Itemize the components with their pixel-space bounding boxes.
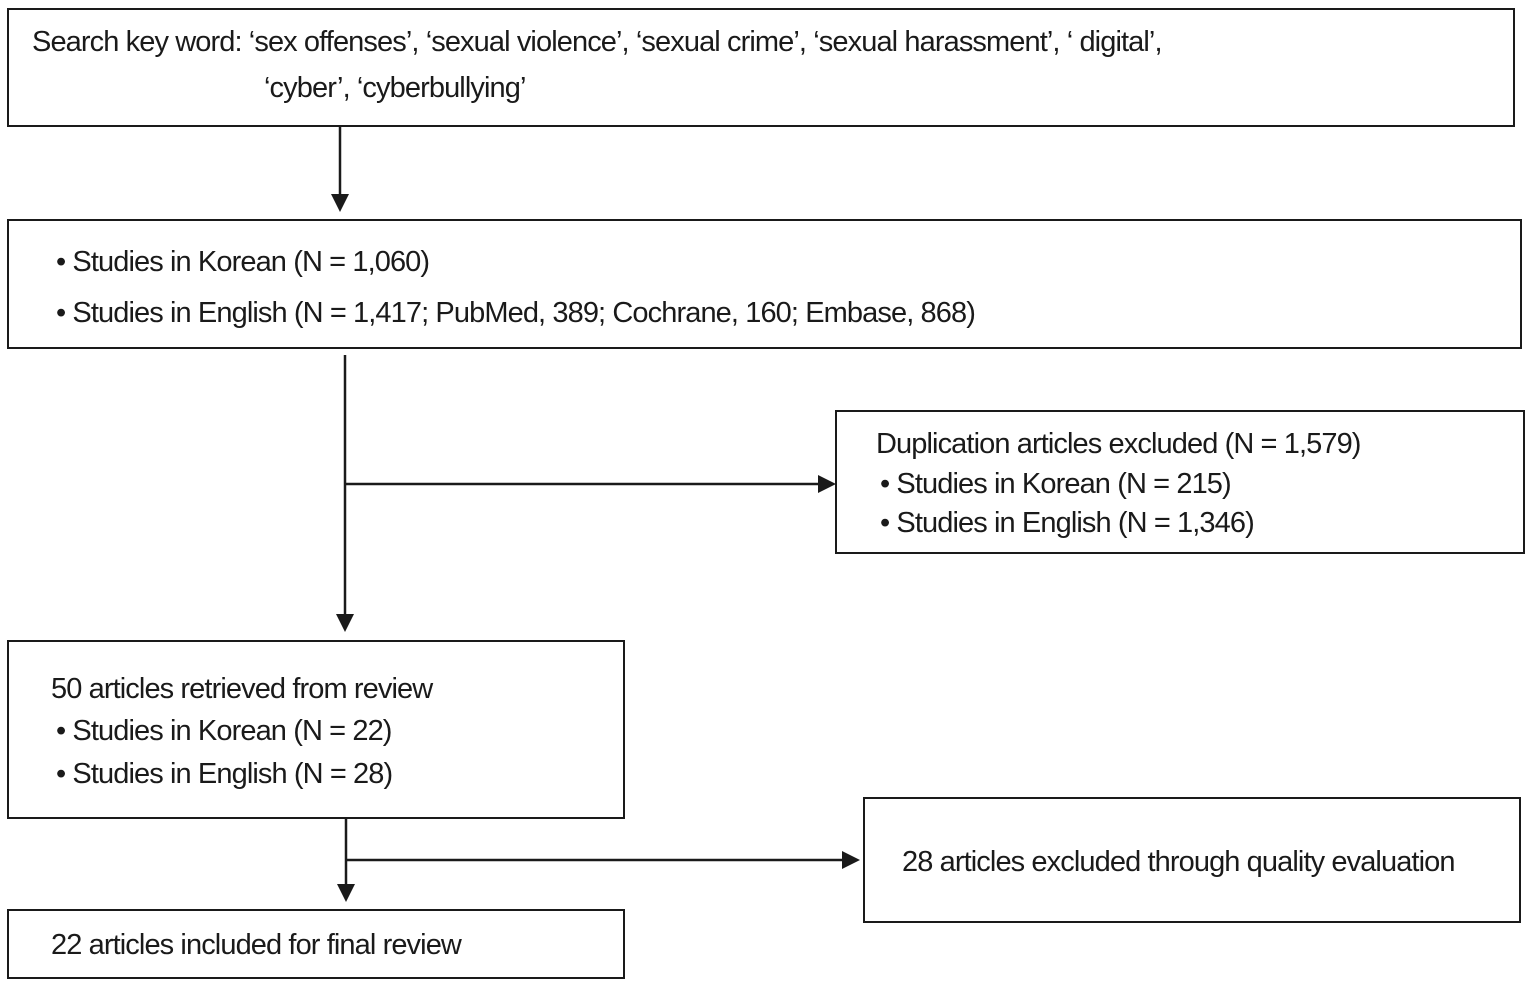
identified-korean-item: • Studies in Korean (N = 1,060) — [56, 246, 430, 278]
arrowhead-right-2 — [842, 851, 860, 869]
identified-english-item: • Studies in English (N = 1,417; PubMed,… — [56, 297, 976, 329]
retrieved-korean-item: • Studies in Korean (N = 22) — [56, 715, 392, 747]
arrowhead-down-2 — [336, 614, 354, 632]
duplicates-excluded-title: Duplication articles excluded (N = 1,579… — [876, 428, 1361, 460]
quality-excluded-box — [863, 797, 1521, 923]
search-keywords-box — [7, 8, 1515, 127]
articles-retrieved-box — [7, 640, 625, 819]
arrowhead-right-1 — [818, 475, 836, 493]
arrowhead-down-1 — [331, 194, 349, 212]
search-keywords-line-1: Search key word: ‘sex offenses’, ‘sexual… — [32, 26, 1163, 58]
duplicates-korean-item: • Studies in Korean (N = 215) — [880, 468, 1232, 500]
final-review-box — [7, 909, 625, 979]
retrieved-english-item: • Studies in English (N = 28) — [56, 758, 393, 790]
duplicates-excluded-box — [835, 410, 1525, 554]
arrowhead-down-3 — [337, 884, 355, 902]
search-keywords-line-2: ‘cyber’, ‘cyberbullying’ — [264, 72, 526, 104]
final-review-title: 22 articles included for final review — [51, 929, 462, 961]
quality-excluded-title: 28 articles excluded through quality eva… — [902, 846, 1455, 878]
retrieved-title: 50 articles retrieved from review — [51, 673, 433, 705]
duplicates-english-item: • Studies in English (N = 1,346) — [880, 507, 1255, 539]
studies-identified-box — [7, 219, 1522, 349]
